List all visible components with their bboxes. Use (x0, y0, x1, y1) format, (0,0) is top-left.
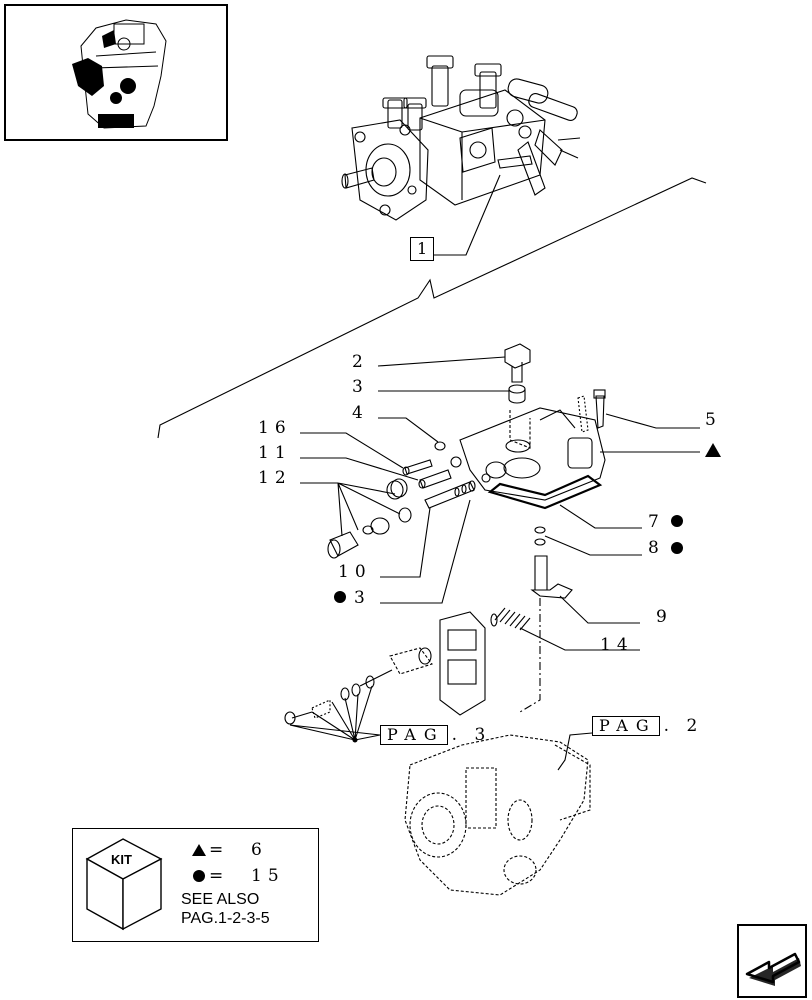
callout-9: 9 (656, 607, 673, 627)
callout-4: 4 (352, 403, 369, 423)
engine-locator-thumbnail (4, 4, 228, 141)
section-bracket (157, 177, 707, 439)
page-ref-2-box[interactable]: PAG (592, 716, 660, 736)
leader-line-pag3 (289, 685, 381, 741)
triangle-legend-icon (192, 844, 206, 856)
page-ref-3-number: . 3 (451, 725, 492, 745)
triangle-eq: = (209, 840, 224, 860)
callout-12: 12 (258, 468, 292, 488)
leader-line-13 (380, 499, 471, 604)
see-also-line1: SEE ALSO (181, 891, 260, 908)
leader-line-9 (559, 595, 640, 624)
leader-line-10 (380, 507, 431, 578)
kit-label: KIT (111, 852, 132, 867)
circle-eq: = (209, 866, 224, 886)
hydraulic-head-group (284, 343, 606, 896)
leader-line-11 (300, 457, 419, 481)
leader-line-8 (544, 535, 642, 556)
kit-legend-box: KIT = 6 = 15 SEE ALSO PAG.1-2-3-5 (72, 828, 319, 942)
callout-10: 10 (338, 562, 372, 582)
next-page-button[interactable] (737, 924, 807, 998)
kit-cube-icon (85, 838, 163, 931)
triangle-marker-icon (705, 443, 721, 457)
circle-legend-icon (193, 870, 205, 882)
callout-2: 2 (352, 352, 369, 372)
page-ref-3[interactable]: PAG. 3 (380, 725, 491, 745)
circle-value: 15 (251, 866, 285, 886)
leader-line-14 (519, 627, 640, 651)
circle-marker-icon (671, 515, 683, 527)
callout-13: 3 (354, 588, 371, 608)
leader-line-16 (300, 432, 404, 469)
circle-marker-icon (334, 591, 346, 603)
leader-line-12 (300, 482, 401, 537)
next-page-arrow-icon (745, 952, 801, 986)
page-ref-2[interactable]: PAG. 2 (592, 716, 703, 736)
callout-5: 5 (705, 410, 722, 430)
leader-line-2 (377, 356, 506, 367)
leader-line-5 (605, 413, 700, 429)
callout-8: 8 (648, 538, 665, 558)
injection-pump-assembly (341, 55, 581, 221)
callout-3: 3 (352, 377, 369, 397)
leader-line-1 (432, 174, 501, 256)
page-ref-3-box[interactable]: PAG (380, 725, 448, 745)
page-ref-2-number: . 2 (663, 716, 704, 736)
triangle-value: 6 (251, 840, 268, 860)
callout-14: 14 (600, 635, 634, 655)
callout-11: 11 (258, 443, 292, 463)
see-also-line2: PAG.1-2-3-5 (181, 910, 270, 927)
circle-marker-icon (671, 542, 683, 554)
leader-line-pag2 (557, 732, 593, 771)
leader-line-7 (559, 504, 642, 529)
leader-line-4 (378, 417, 439, 443)
engine-thumbnail-icon (72, 19, 167, 129)
callout-1: 1 (410, 237, 434, 261)
callout-7: 7 (648, 512, 665, 532)
callout-16: 16 (258, 418, 292, 438)
